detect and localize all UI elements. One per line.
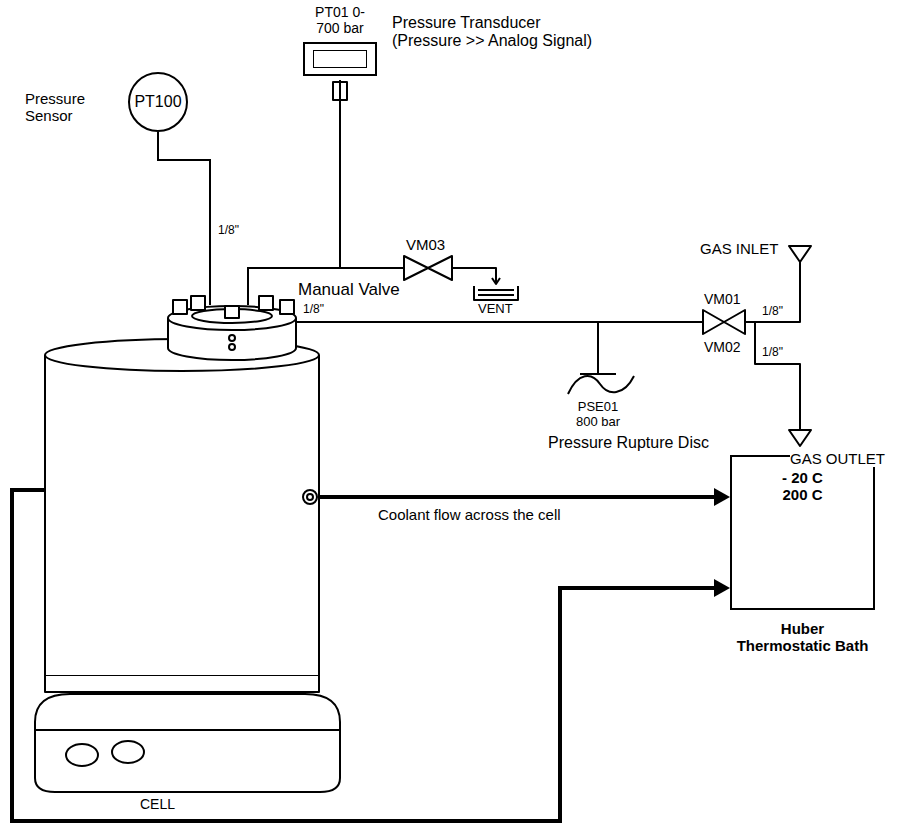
valve-caption: Manual Valve	[298, 280, 400, 300]
arrow-head	[714, 488, 730, 506]
cell-band	[45, 676, 319, 692]
display-box	[303, 42, 377, 76]
lid-bolts	[173, 296, 294, 318]
rupture-disc-symbol	[580, 373, 616, 375]
sensor-circle: PT100	[128, 72, 188, 132]
coolant-port	[303, 490, 317, 504]
port-triangle	[789, 246, 811, 262]
coolant-line	[320, 488, 730, 506]
cell-name: CELL	[140, 796, 175, 812]
connector-line	[320, 495, 714, 499]
lid-screw	[229, 335, 235, 341]
port-label: GAS OUTLET	[790, 450, 885, 467]
vent-pipe	[340, 267, 404, 269]
pipe-size: 1/8"	[762, 305, 783, 319]
coolant-port	[307, 494, 313, 500]
gas-pipe	[755, 322, 800, 430]
cell-jacket	[45, 355, 319, 676]
arrow-head	[714, 579, 730, 597]
bath-name: Huber Thermostatic Bath	[735, 620, 871, 655]
gas-pipe	[294, 321, 703, 323]
sensor-caption: Pressure Sensor	[25, 90, 105, 125]
stirrer-knob	[112, 741, 144, 763]
temperature-range: - 20 C 200 C	[775, 469, 830, 504]
label-holder: 1/8"	[303, 303, 324, 317]
lid-screw	[229, 344, 235, 350]
stirrer-base-edge	[36, 729, 339, 731]
transducer-box: PT01 0-700 bar	[298, 2, 382, 80]
pipe-size: 1/8"	[762, 346, 783, 360]
rupture-disc-symbol	[568, 376, 634, 394]
label-holder: Coolant flow across the cell	[378, 506, 561, 523]
valve-symbol	[703, 310, 745, 334]
sensor-line	[158, 132, 210, 305]
transducer-caption: Pressure Transducer (Pressure >> Analog …	[392, 14, 607, 51]
vent-symbol	[474, 286, 518, 300]
valve-tag: VM02	[704, 339, 741, 355]
transducer-tag: PT01 0-700 bar	[307, 4, 373, 36]
pipe-size: 1/8"	[303, 303, 324, 317]
thermostatic-bath: - 20 C 200 CHuber Thermostatic Bath	[730, 455, 875, 610]
flow-caption: Coolant flow across the cell	[378, 506, 561, 523]
label-holder: Pressure Sensor	[25, 90, 105, 125]
vent-arrow	[492, 278, 500, 284]
cell-vessel: CELL	[45, 305, 320, 815]
valve-tag: VM03	[406, 236, 445, 253]
label-holder: VENT	[478, 302, 513, 317]
label-holder: VM01	[704, 291, 741, 307]
stirrer-knob	[66, 744, 98, 766]
gas-pipe	[745, 262, 800, 322]
label-holder: Pressure Transducer (Pressure >> Analog …	[392, 14, 607, 51]
pipe-size: 1/8"	[218, 224, 239, 238]
vent-label: VENT	[478, 302, 513, 317]
label-holder: VM02	[704, 339, 741, 355]
label-holder: 1/8"	[762, 346, 783, 360]
label-holder: GAS OUTLET	[790, 450, 885, 467]
label-holder: Pressure Rupture Disc	[548, 434, 709, 452]
port-label: GAS INLET	[700, 240, 778, 257]
port-triangle	[789, 430, 811, 446]
pressure-line	[248, 80, 340, 305]
label-holder: 1/8"	[218, 224, 239, 238]
label-holder: PSE01 800 bar	[573, 400, 623, 430]
connector-line	[12, 490, 714, 821]
rupture-disc-caption: Pressure Rupture Disc	[548, 434, 709, 452]
rupture-disc-tag: PSE01 800 bar	[573, 400, 623, 430]
vent-pipe	[452, 268, 496, 282]
display-window	[313, 50, 367, 68]
sensor-name: PT100	[134, 93, 181, 111]
stirrer-base	[35, 694, 340, 792]
coolant-line	[12, 490, 730, 821]
label-holder: Manual Valve	[298, 280, 400, 300]
label-holder: GAS INLET	[700, 240, 778, 257]
valve-symbol	[404, 256, 452, 280]
connector-line	[158, 132, 210, 305]
label-holder: VM03	[406, 236, 445, 253]
connector-line	[248, 80, 340, 305]
gas-pipe	[597, 322, 599, 374]
label-holder: 1/8"	[762, 305, 783, 319]
valve-tag: VM01	[704, 291, 741, 307]
heading-holder: Huber Thermostatic Bath	[732, 620, 873, 655]
